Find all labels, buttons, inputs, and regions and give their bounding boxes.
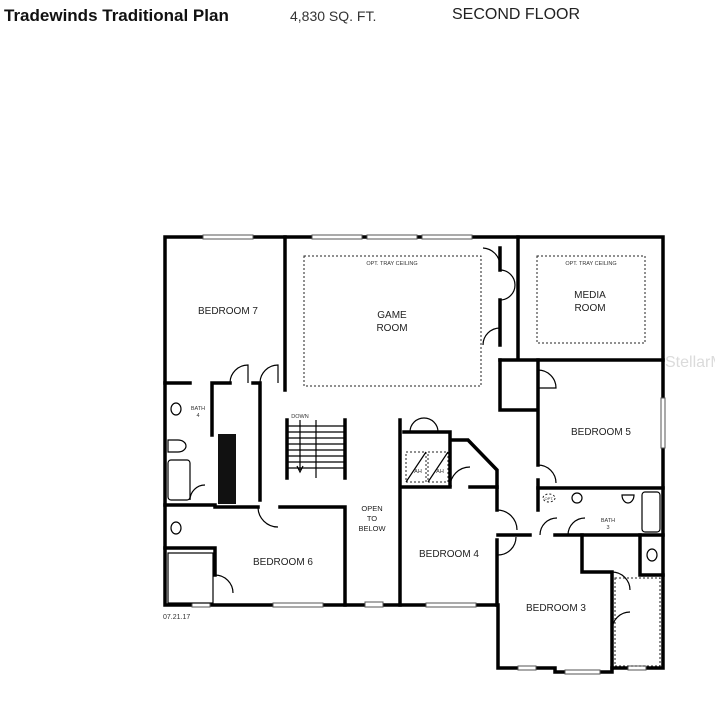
- room-label-open-to-below: BELOW: [358, 524, 386, 533]
- room-label-bedroom-5: BEDROOM 5: [571, 427, 631, 438]
- window: [421, 234, 473, 240]
- window: [425, 602, 477, 608]
- stairs-note: DOWN: [291, 414, 308, 420]
- plan-title: Tradewinds Traditional Plan: [4, 6, 229, 25]
- closet-shelving: [218, 434, 236, 504]
- room-label-media-room: ROOM: [574, 303, 605, 314]
- ah-note: AH: [436, 469, 444, 475]
- staircase: [287, 420, 345, 478]
- room-label-bath-3: BATH: [601, 518, 615, 524]
- room-label-bath-4: 4: [196, 413, 199, 419]
- window: [364, 601, 384, 608]
- square-footage: 4,830 SQ. FT.: [290, 8, 377, 24]
- ah-note: AH: [414, 469, 422, 475]
- exterior-walls: [163, 235, 665, 674]
- window: [272, 602, 324, 608]
- watermark: StellarMLS: [665, 354, 715, 371]
- room-label-media-room: MEDIA: [574, 290, 606, 301]
- room-label-game-room: ROOM: [376, 323, 407, 334]
- room-label-open-to-below: TO: [367, 514, 377, 523]
- room-label-bath-4: BATH: [191, 406, 205, 412]
- room-label-bedroom-4: BEDROOM 4: [419, 549, 479, 560]
- plan-date: 07.21.17: [163, 614, 190, 621]
- tray-ceiling-note: OPT. TRAY CEILING: [565, 261, 616, 267]
- room-label-game-room: GAME: [377, 310, 407, 321]
- window: [311, 234, 363, 240]
- floor-label: SECOND FLOOR: [452, 6, 581, 23]
- door-swings: [189, 247, 631, 631]
- window: [366, 234, 418, 240]
- interior-walls: [163, 235, 665, 670]
- media-room-tray-ceiling: [536, 255, 646, 344]
- game-room-tray-ceiling: [303, 255, 482, 387]
- room-label-bedroom-7: BEDROOM 7: [198, 306, 258, 317]
- window: [517, 665, 537, 671]
- window: [202, 234, 254, 240]
- bath-fixtures: [167, 402, 661, 667]
- window: [660, 397, 666, 449]
- tray-ceiling-note: OPT. TRAY CEILING: [366, 261, 417, 267]
- room-label-bedroom-6: BEDROOM 6: [253, 557, 313, 568]
- window: [627, 665, 647, 671]
- room-label-open-to-below: OPEN: [361, 504, 382, 513]
- room-label-bath-3: 3: [606, 525, 609, 531]
- room-label-bedroom-3: BEDROOM 3: [526, 603, 586, 614]
- opt-note: OPT.: [545, 496, 554, 501]
- window: [564, 669, 601, 675]
